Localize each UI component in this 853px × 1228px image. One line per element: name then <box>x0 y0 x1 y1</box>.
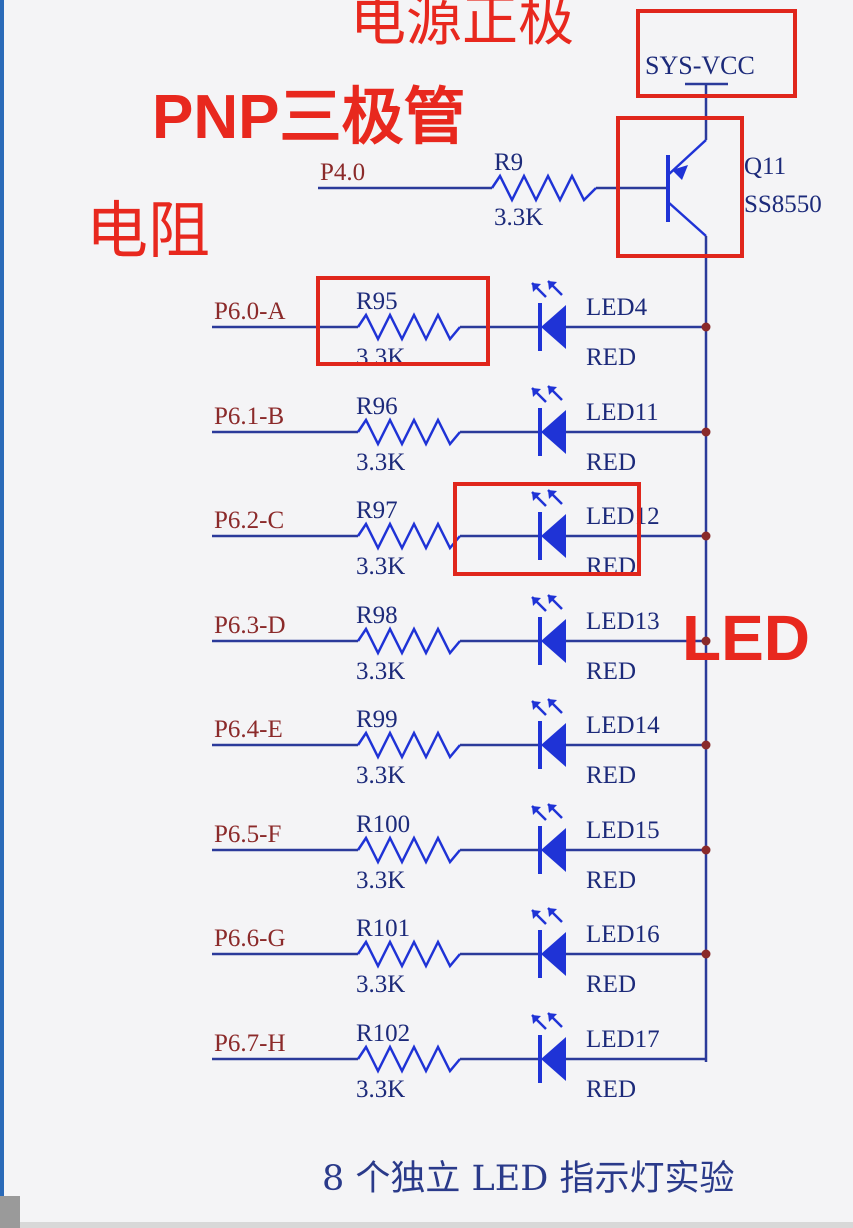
net-label: P6.4-E <box>214 716 283 743</box>
led-ref: LED14 <box>586 712 660 739</box>
annotation-box-led <box>453 482 641 576</box>
junction-dot <box>701 427 711 437</box>
resistor-ref: R97 <box>356 497 398 524</box>
pnp-transistor-q11 <box>666 139 707 237</box>
annotation-pnp-transistor: PNP三极管 <box>152 83 465 152</box>
net-label: P6.1-B <box>214 403 284 430</box>
junction-dot <box>701 740 711 750</box>
junction-dot <box>701 949 711 959</box>
junction-dot <box>701 845 711 855</box>
net-label: P6.6-G <box>214 925 286 952</box>
annotation-box-transistor <box>616 116 744 258</box>
window-bottom-edge <box>0 1222 853 1228</box>
resistor-symbol <box>356 730 461 760</box>
junction-dot <box>701 322 711 332</box>
transistor-part-number: SS8550 <box>744 191 822 218</box>
annotation-resistor: 电阻 <box>86 194 210 267</box>
resistor-ref: R102 <box>356 1020 410 1047</box>
led-ref: LED16 <box>586 921 660 948</box>
resistor-symbol <box>356 521 461 551</box>
resistor-value: 3.3K <box>356 658 405 685</box>
net-label: P6.0-A <box>214 298 286 325</box>
net-label: P6.2-C <box>214 507 284 534</box>
junction-dot <box>701 636 711 646</box>
led-diode-icon <box>531 803 566 874</box>
power-symbol <box>685 82 728 140</box>
resistor-symbol <box>356 626 461 656</box>
resistor-ref: R101 <box>356 915 410 942</box>
resistor-ref-r9: R9 <box>494 149 523 176</box>
annotation-box-power <box>636 9 797 98</box>
resistor-ref: R100 <box>356 811 410 838</box>
led-diode-icon <box>531 907 566 978</box>
resistor-value: 3.3K <box>356 1076 405 1103</box>
net-label: P6.3-D <box>214 612 286 639</box>
resistor-value: 3.3K <box>356 867 405 894</box>
resistor-value-r9: 3.3K <box>494 204 543 231</box>
annotation-led: LED <box>682 602 810 674</box>
resistor-value: 3.3K <box>356 449 405 476</box>
junction-dot <box>701 531 711 541</box>
led-color: RED <box>586 867 636 894</box>
led-color: RED <box>586 1076 636 1103</box>
resistor-ref: R96 <box>356 393 398 420</box>
net-label: P6.7-H <box>214 1030 286 1057</box>
led-ref: LED17 <box>586 1026 660 1053</box>
annotation-power-positive: 电源正极 <box>350 0 574 54</box>
resistor-value: 3.3K <box>356 971 405 998</box>
resistor-symbol <box>356 939 461 969</box>
led-ref: LED12 <box>586 503 660 530</box>
led-diode-icon <box>531 594 566 665</box>
led-color: RED <box>586 762 636 789</box>
power-label: SYS-VCC <box>645 51 755 80</box>
led-diode-icon <box>531 698 566 769</box>
led-diode-icon <box>531 280 566 351</box>
resistor-value: 3.3K <box>356 553 405 580</box>
led-diode-icon <box>531 489 566 560</box>
resistor-symbol <box>356 312 461 342</box>
net-label: P6.5-F <box>214 821 281 848</box>
led-diode-icon <box>531 1012 566 1083</box>
led-ref: LED4 <box>586 294 648 321</box>
led-color: RED <box>586 658 636 685</box>
resistor-symbol <box>356 1044 461 1074</box>
transistor-ref: Q11 <box>744 153 786 180</box>
net-label-p4-0: P4.0 <box>320 159 365 186</box>
resistor-ref: R95 <box>356 288 398 315</box>
led-ref: LED13 <box>586 608 660 635</box>
led-color: RED <box>586 971 636 998</box>
resistor-r9 <box>460 173 668 203</box>
resistor-ref: R99 <box>356 706 398 733</box>
led-color: RED <box>586 344 636 371</box>
figure-caption: 8 个独立 LED 指示灯实验 <box>322 1159 735 1199</box>
window-corner <box>0 1196 20 1228</box>
led-diode-icon <box>531 385 566 456</box>
led-ref: LED11 <box>586 399 659 426</box>
window-left-edge <box>0 0 4 1228</box>
annotation-box-resistor <box>316 276 490 366</box>
resistor-symbol <box>356 417 461 447</box>
led-color: RED <box>586 449 636 476</box>
led-ref: LED15 <box>586 817 660 844</box>
resistor-ref: R98 <box>356 602 398 629</box>
resistor-value: 3.3K <box>356 344 405 371</box>
resistor-symbol <box>356 835 461 865</box>
resistor-value: 3.3K <box>356 762 405 789</box>
